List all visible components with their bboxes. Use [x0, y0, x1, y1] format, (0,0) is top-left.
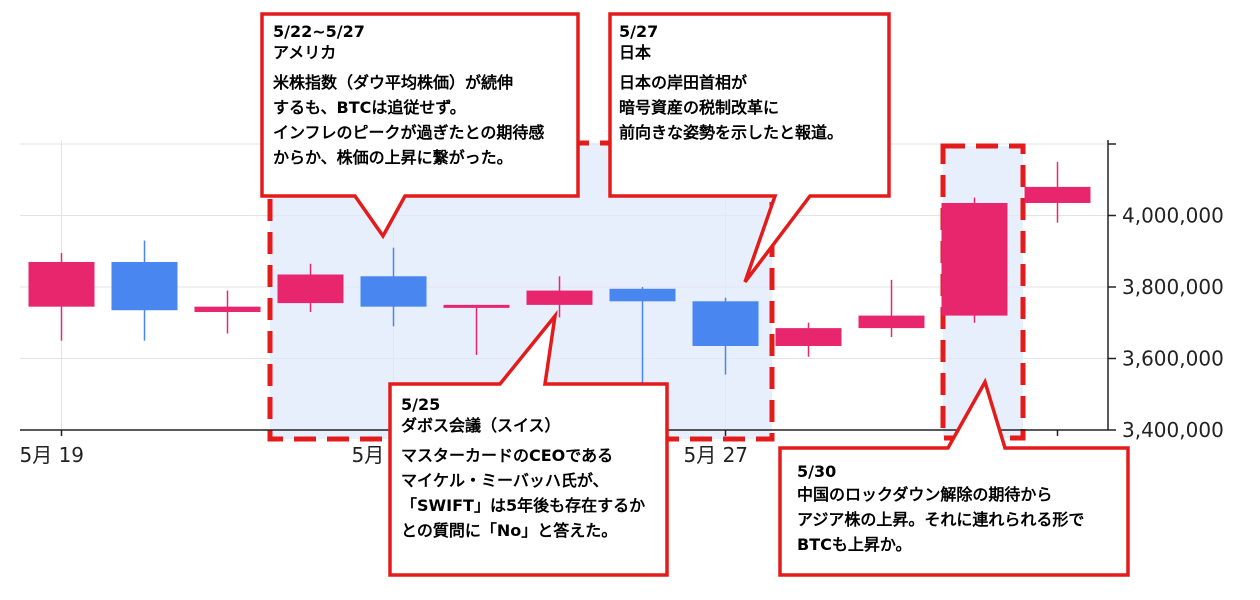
- candle-up: [858, 279, 925, 338]
- candle-body: [526, 290, 593, 305]
- candle-body: [775, 328, 842, 346]
- candle-down: [609, 287, 676, 388]
- callout-line: インフレのピークが過ぎたとの期待感: [273, 123, 545, 142]
- candle-up: [526, 276, 593, 318]
- callout-date: 5/25: [401, 395, 441, 414]
- candle-body: [443, 304, 510, 308]
- candle-down: [111, 240, 178, 341]
- callout-date: 5/27: [619, 22, 659, 41]
- callout-line: 前向きな姿勢を示したと報道。: [619, 123, 844, 142]
- candle-body: [692, 301, 759, 346]
- axes: 3,400,000 3,600,000 3,800,000 4,000,000 5月 1…: [20, 140, 1224, 467]
- candle-body: [1024, 186, 1091, 203]
- candle-body: [360, 276, 427, 307]
- callout-date: 5/30: [797, 462, 837, 481]
- callout-line: 日本の岸田首相が: [619, 73, 748, 92]
- candle-up: [28, 253, 95, 341]
- callout-box-davos: [388, 309, 669, 577]
- candle-body: [277, 274, 344, 304]
- callout-line: BTCも上昇か。: [797, 535, 912, 554]
- callout-region: 日本: [619, 43, 652, 62]
- callout-region: ダボス会議（スイス）: [401, 416, 561, 435]
- callout-line: アジア株の上昇。それに連れられる形で: [797, 510, 1085, 529]
- callout-line: 中国のロックダウン解除の期待から: [797, 485, 1053, 504]
- candle-up: [277, 263, 344, 313]
- callout-line: との質問に「No」と答えた。: [401, 521, 618, 540]
- callout-china: 5/30 中国のロックダウン解除の期待から アジア株の上昇。それに連れられる形で…: [797, 462, 1084, 557]
- callout-box-china: [778, 377, 1130, 577]
- callout-region: アメリカ: [273, 43, 337, 62]
- candle-up: [443, 304, 510, 355]
- candle-up: [775, 322, 842, 357]
- callout-line: するも、BTCは追従せず。: [273, 98, 466, 117]
- callout-date: 5/22~5/27: [273, 22, 365, 41]
- callout-line: 暗号資産の税制改革に: [619, 98, 780, 117]
- candle-body: [609, 288, 676, 302]
- candle-body: [111, 261, 178, 311]
- callout-us-stocks: 5/22~5/27 アメリカ 米株指数（ダウ平均株価）が続伸 するも、BTCは追…: [273, 22, 544, 170]
- candles: [28, 161, 1091, 388]
- callout-line: からか、株価の上昇に繋がった。: [273, 148, 513, 167]
- x-tick-label: 5月 27: [684, 443, 749, 467]
- callout-line: 「SWIFT」は5年後も存在するか: [401, 496, 646, 515]
- callout-line: マスターカードのCEOである: [401, 446, 614, 465]
- x-tick-label: 5月 19: [20, 443, 85, 467]
- callout-davos: 5/25 ダボス会議（スイス） マスターカードのCEOである マイケル・ミーバッ…: [401, 395, 645, 543]
- candle-body: [941, 202, 1008, 316]
- candle-up: [194, 290, 261, 334]
- callout-japan: 5/27 日本 日本の岸田首相が 暗号資産の税制改革に 前向きな姿勢を示したと報…: [619, 22, 843, 145]
- candle-body: [858, 315, 925, 329]
- candle-up: [1024, 161, 1091, 223]
- x-tick-label: 5月: [352, 443, 385, 467]
- y-tick-label: 4,000,000: [1122, 204, 1224, 228]
- callout-box-japan: [608, 12, 891, 284]
- candle-down: [692, 297, 759, 375]
- candle-body: [194, 306, 261, 313]
- candle-down: [360, 247, 427, 327]
- y-tick-label: 3,400,000: [1122, 418, 1224, 442]
- y-tick-label: 3,800,000: [1122, 275, 1224, 299]
- candle-up: [941, 197, 1008, 323]
- callout-boxes: [260, 12, 1130, 577]
- candle-body: [28, 261, 95, 307]
- callout-line: 米株指数（ダウ平均株価）が続伸: [273, 73, 514, 92]
- callout-box-us: [260, 12, 580, 240]
- y-tick-label: 3,600,000: [1122, 347, 1224, 371]
- callout-line: マイケル・ミーバッハ氏が、: [401, 471, 609, 490]
